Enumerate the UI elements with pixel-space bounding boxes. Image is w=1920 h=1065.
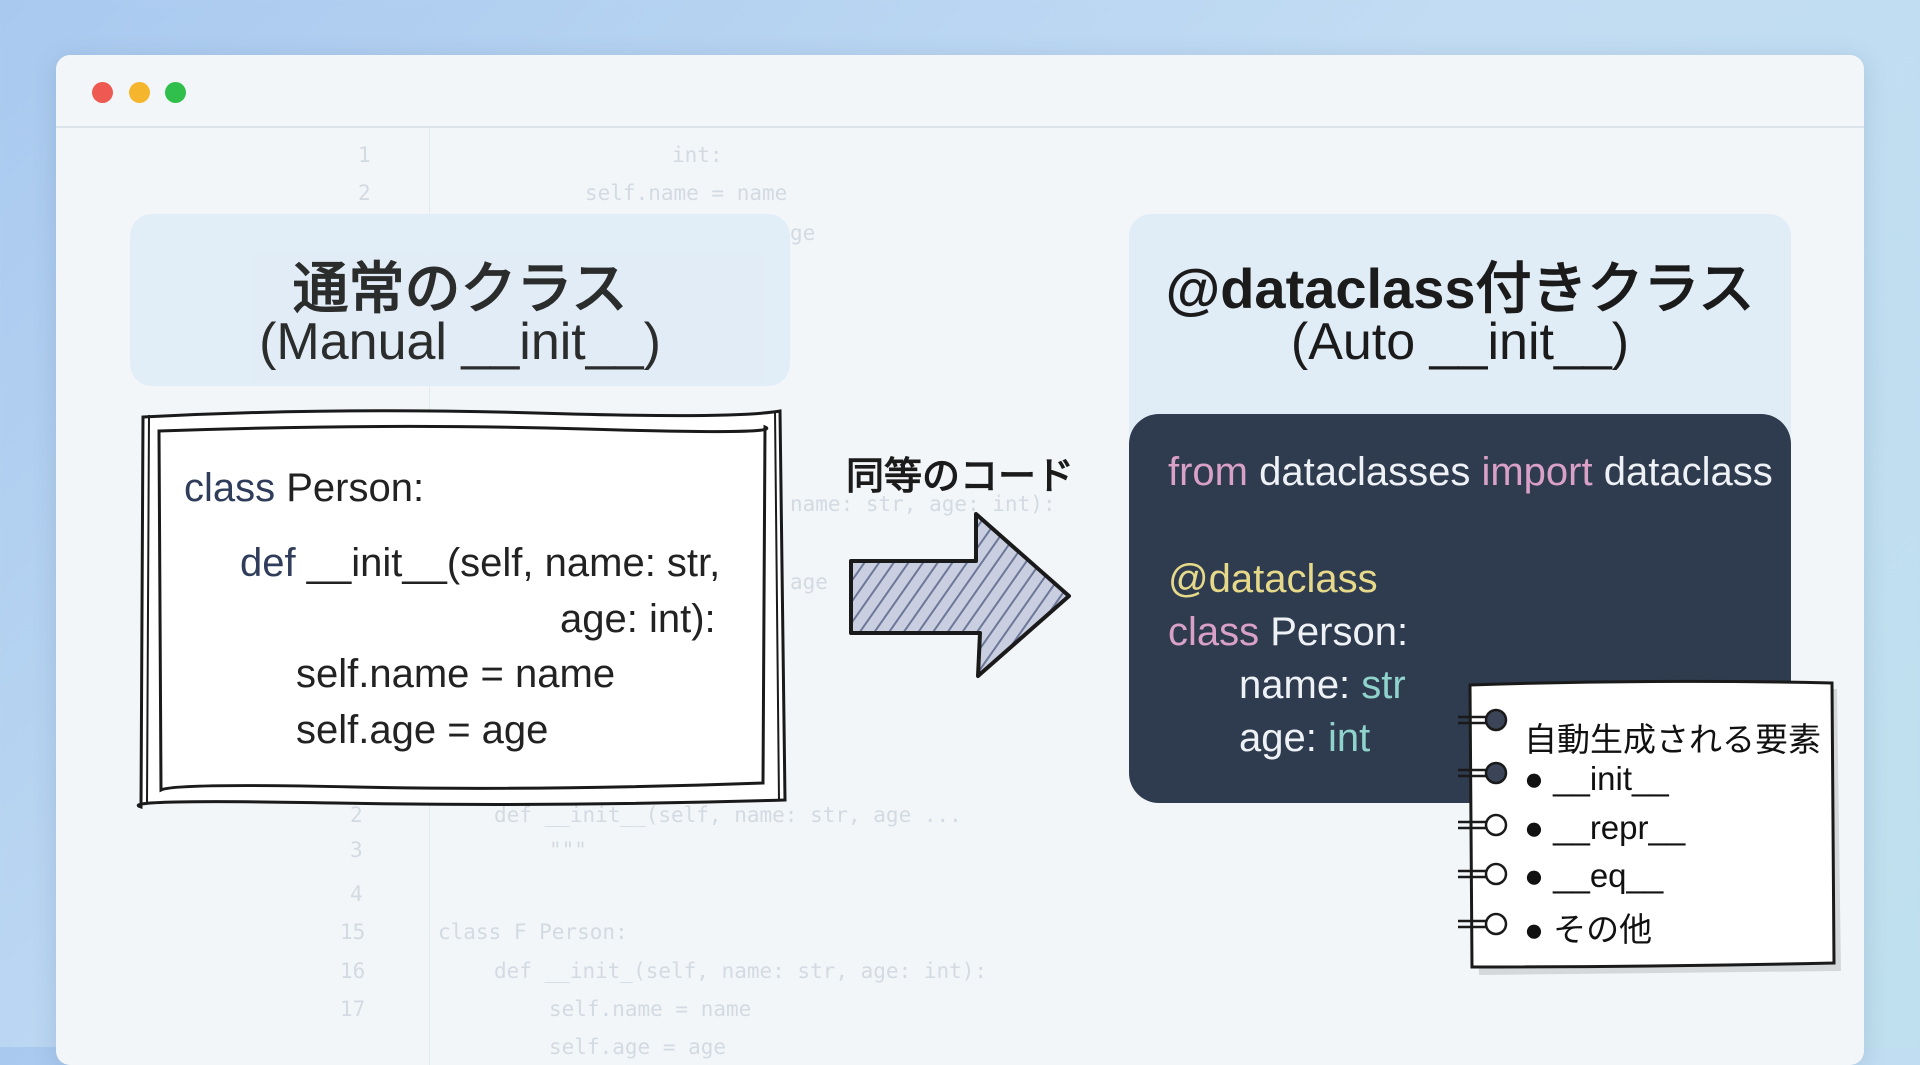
line-number: 17: [340, 997, 366, 1021]
equivalent-code-label: 同等のコード: [845, 456, 1074, 498]
close-button[interactable]: [92, 82, 113, 103]
item-label: その他: [1553, 911, 1653, 948]
list-item: ● その他: [1524, 903, 1652, 951]
line-number: 1: [358, 143, 371, 167]
code-line: name: str, age: int):: [790, 492, 1056, 516]
notepad-card: [1458, 679, 1841, 975]
type-str: str: [1361, 663, 1406, 707]
item-label: __repr__: [1553, 809, 1686, 846]
keyword-import: import: [1481, 450, 1593, 494]
code-line: int:: [672, 143, 723, 167]
code-text: Person:: [1259, 610, 1409, 654]
bullet-icon: ●: [1524, 911, 1554, 948]
item-label: __init__: [1553, 760, 1669, 797]
regular-class-subtitle: (Manual __init__): [259, 313, 661, 371]
line-number: 4: [350, 882, 363, 906]
regular-class-header: 通常のクラス (Manual __init__): [130, 214, 790, 386]
code-line: """: [549, 838, 587, 862]
maximize-button[interactable]: [165, 82, 186, 103]
bullet-icon: ●: [1524, 857, 1554, 894]
line-number: 16: [340, 959, 366, 983]
code-line: ge: [790, 221, 816, 245]
code-text: age: int):: [560, 597, 716, 641]
code-text: self.age = age: [296, 708, 549, 752]
code-line: def __init_(self, name: str, age: int):: [494, 959, 988, 983]
sketch-code-box: [136, 409, 787, 810]
right-arrow-icon: [849, 512, 1071, 678]
bullet-icon: ●: [1524, 809, 1554, 846]
code-text: name:: [1239, 663, 1362, 707]
list-item: ● __eq__: [1524, 857, 1663, 895]
code-line: self.age = age: [549, 1035, 727, 1059]
code-text: __init__(self, name: str,: [295, 541, 721, 585]
line-number: 2: [350, 803, 363, 827]
code-line: class F Person:: [438, 920, 628, 944]
code-text: dataclass: [1592, 450, 1773, 494]
dataclass-subtitle: (Auto __init__): [1290, 313, 1630, 371]
bullet-icon: ●: [1524, 760, 1554, 797]
line-number: 3: [350, 838, 363, 862]
code-line: self.name = name: [585, 181, 788, 205]
code-text: dataclasses: [1248, 450, 1482, 494]
title-bar: [56, 55, 1864, 128]
code-line: def __init__(self, name: str, age ...: [494, 803, 962, 827]
keyword-class: class: [184, 466, 276, 510]
keyword-from: from: [1168, 450, 1248, 494]
type-int: int: [1327, 716, 1371, 760]
line-number: 2: [358, 181, 371, 205]
note-title: 自動生成される要素: [1524, 721, 1821, 758]
code-text: age:: [1239, 716, 1328, 760]
code-line: self.name = name: [549, 997, 752, 1021]
list-item: ● __repr__: [1524, 809, 1685, 847]
item-label: __eq__: [1553, 857, 1664, 894]
code-text: self.name = name: [296, 652, 616, 696]
keyword-class: class: [1168, 610, 1260, 654]
regular-class-title: 通常のクラス: [292, 257, 628, 320]
keyword-def: def: [240, 541, 296, 585]
code-line: age: [790, 570, 828, 594]
decorator: @dataclass: [1168, 557, 1378, 601]
line-number: 15: [340, 920, 366, 944]
dataclass-title: @dataclass付きクラス: [1165, 257, 1755, 320]
code-text: Person:: [275, 466, 425, 510]
list-item: ● __init__: [1524, 760, 1669, 798]
minimize-button[interactable]: [129, 82, 150, 103]
